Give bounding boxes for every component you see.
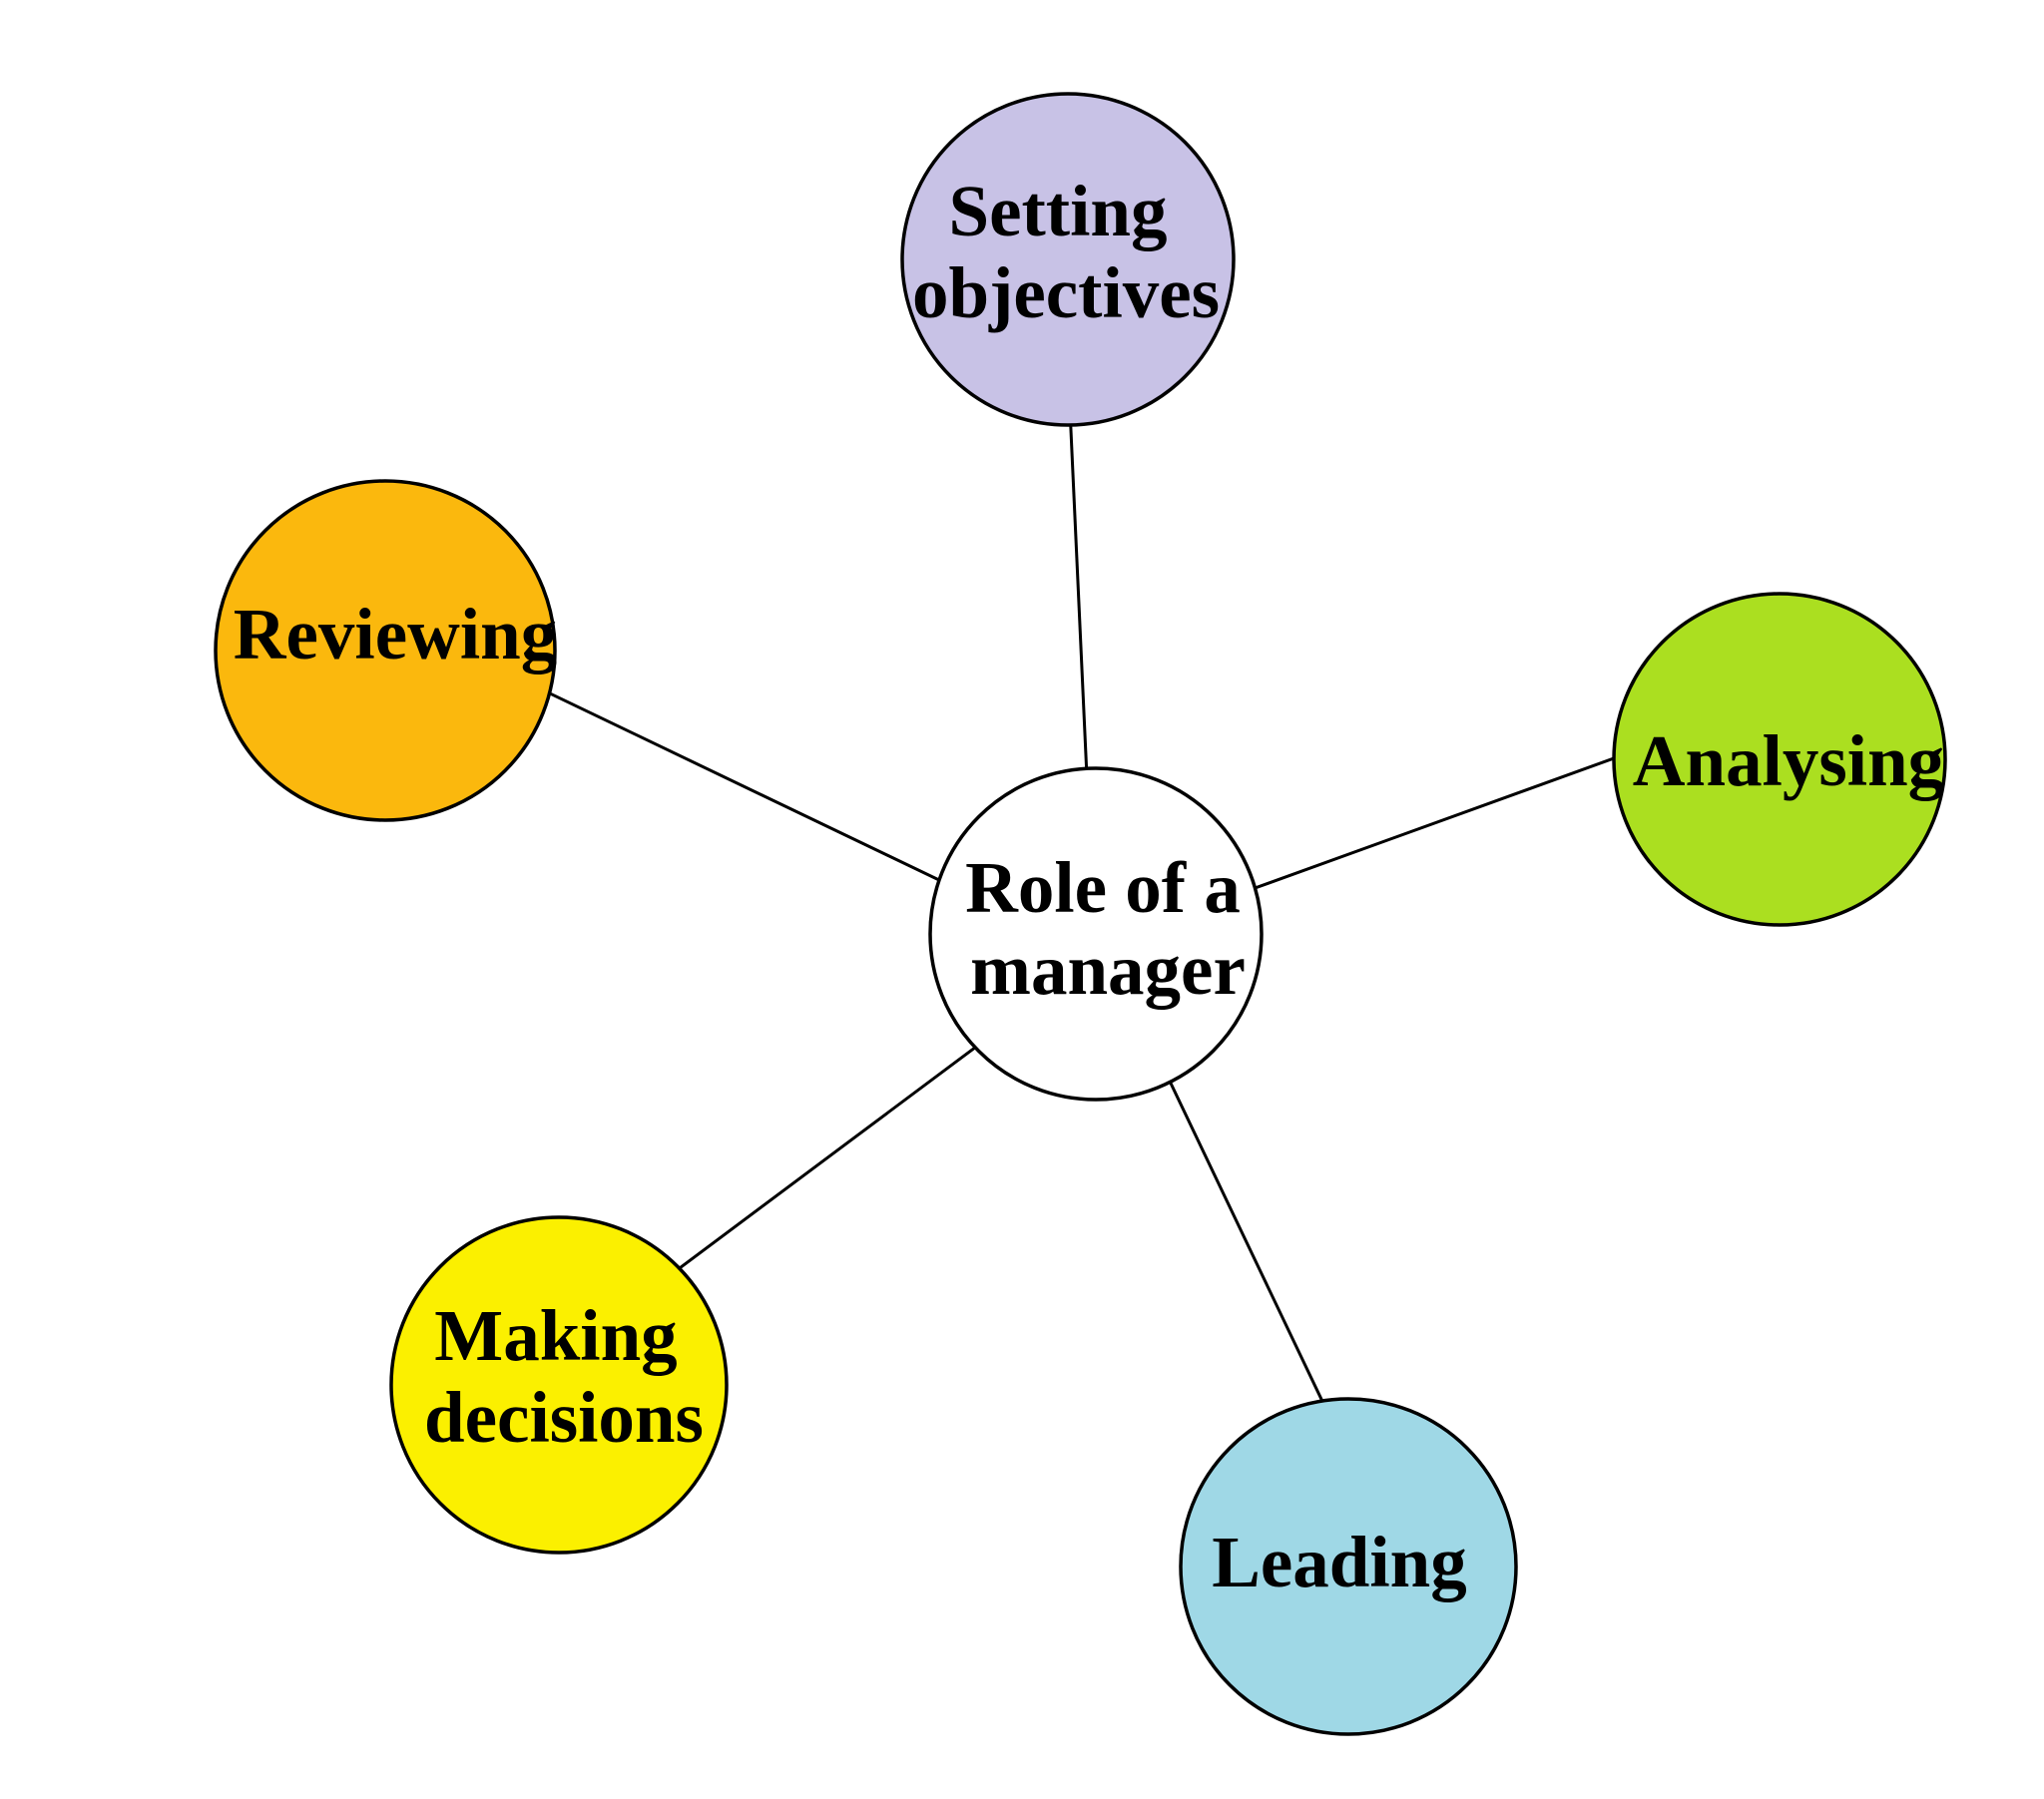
role-of-a-manager-label-line1: Role of a (965, 847, 1241, 928)
node-leading: Leading (1179, 1397, 1518, 1736)
making-decisions-circle (389, 1215, 729, 1555)
making-decisions-label-line2: decisions (424, 1377, 704, 1458)
setting-objectives-label-line1: Setting (949, 171, 1168, 251)
connectors (499, 364, 1662, 1457)
connector-reviewing (499, 668, 990, 906)
connector-leading (1143, 1028, 1350, 1457)
role-of-a-manager-circle (928, 766, 1264, 1102)
making-decisions-label-line1: Making (434, 1295, 677, 1376)
connector-making-decisions (632, 1010, 1024, 1305)
role-of-a-manager-label-line2: manager (970, 929, 1246, 1010)
analysing-label: Analysing (1633, 720, 1944, 801)
connector-analysing (1213, 739, 1662, 905)
node-reviewing: Reviewing (214, 479, 557, 822)
node-analysing: Analysing (1612, 592, 1947, 927)
leading-circle (1179, 1397, 1518, 1736)
connector-setting-objectives (1066, 364, 1092, 843)
node-making-decisions: Making decisions (389, 1215, 729, 1555)
analysing-circle (1612, 592, 1947, 927)
setting-objectives-label-line2: objectives (912, 252, 1220, 333)
reviewing-circle (214, 479, 557, 822)
node-setting-objectives: Setting objectives (900, 92, 1236, 427)
leading-label: Leading (1212, 1522, 1467, 1602)
reviewing-label: Reviewing (234, 594, 557, 675)
node-role-of-a-manager: Role of a manager (928, 766, 1264, 1102)
setting-objectives-circle (900, 92, 1236, 427)
